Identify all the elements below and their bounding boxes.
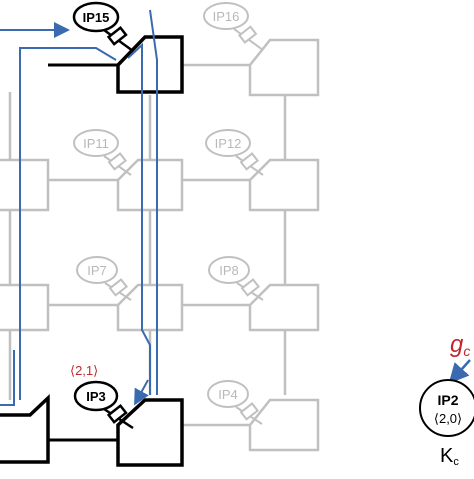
ip3-node: ⟨2,1⟩ IP3 [70,363,134,430]
router-tile [248,398,320,452]
ip12-label: IP12 [215,136,242,151]
ip2-label: IP2 [437,392,458,408]
router-bottom-left [0,393,50,464]
ip3-label: IP3 [86,389,106,404]
ip8-label: IP8 [219,263,239,278]
ip7-node: IP7 [76,256,132,301]
ip2-node [419,379,474,437]
ip16-label: IP16 [213,9,240,24]
kc-symbol: Kc [440,445,459,468]
router-tiles-inactive [0,38,320,452]
route-arrow-to-ip3 [134,379,149,406]
route-center-loop [127,42,151,395]
ip-nodes-inactive: IP16 IP11 IP12 IP7 IP8 [73,2,264,425]
coord-label-ip3: ⟨2,1⟩ [70,363,98,378]
ip15-node: IP15 [72,1,134,53]
ip11-label: IP11 [83,136,109,151]
ip2-coord: ⟨2,0⟩ [434,411,462,426]
kernel-legend: gc IP2 ⟨2,0⟩ Kc [419,331,474,468]
router-tile [116,283,184,332]
route-path [0,9,158,406]
ip4-label: IP4 [218,387,238,402]
gc-sub: c [463,343,470,359]
router-tile [248,158,320,212]
route-center-right [149,9,158,395]
mesh-links [8,63,287,427]
kc-sub: c [453,456,459,468]
router-ip3 [116,398,184,467]
gc-main: g [450,331,464,358]
router-ip15 [116,35,184,94]
router-tiles-active [0,35,184,467]
ip7-label: IP7 [87,263,107,278]
route-left-outer [0,350,15,406]
route-left-column [19,47,117,400]
router-tile [248,38,320,97]
ip15-label: IP15 [83,10,110,25]
ip11-node: IP11 [73,129,132,176]
ip16-node: IP16 [203,2,264,51]
ip12-node: IP12 [205,129,264,176]
ip8-node: IP8 [208,256,264,301]
router-tile [248,283,320,332]
ip4-node: IP4 [207,380,263,425]
gc-arrow [448,359,471,384]
gc-symbol: gc [450,331,470,359]
router-tile [0,158,50,212]
router-tile [0,283,50,332]
kc-main: K [440,445,454,467]
router-tile [116,158,184,212]
